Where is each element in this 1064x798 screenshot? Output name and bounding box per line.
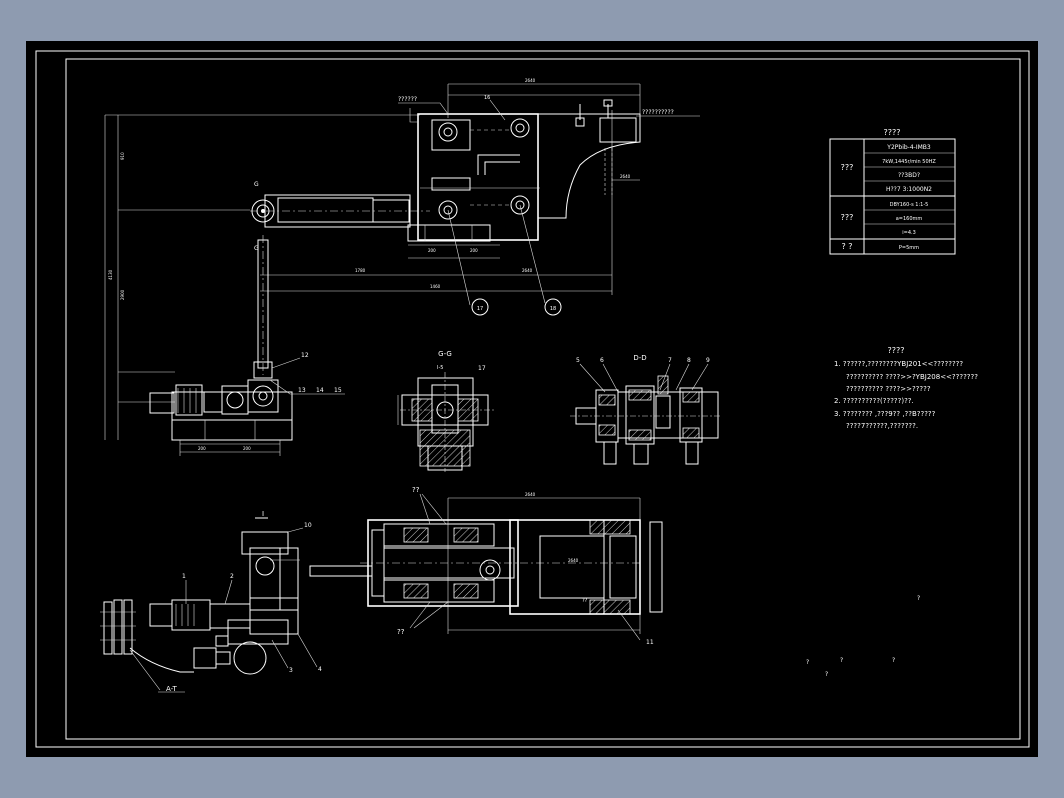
dim-label: 200 [428, 248, 436, 253]
view-label: G-G [438, 350, 452, 358]
dim-label: 1780 [355, 268, 366, 273]
dim-label: 200 [243, 446, 251, 451]
dim-label: 2640 [522, 268, 533, 273]
callout-number: 13 [298, 387, 306, 394]
dim-label: 1460 [430, 284, 441, 289]
note-line: ?????????? ????>>????? [846, 385, 931, 393]
drawing-viewport[interactable]: ???? ??? ??? ? ? Y2Pbib-4-IMB3 7kW,1445r… [26, 41, 1038, 757]
stray-mark: ? [825, 671, 828, 678]
spec-group-label: ??? [841, 213, 854, 222]
spec-row: 7kW,1445r/min 50HZ [882, 159, 936, 165]
callout-number: 11 [646, 639, 654, 646]
note-line: 2. ??????????(?????)??. [834, 397, 914, 405]
view-label: A-T [166, 685, 178, 693]
dim-label: 2640 [525, 492, 536, 497]
callout-label: ?? [412, 486, 420, 494]
dim-label: 4130 [108, 269, 113, 280]
callout-label: ?? [582, 598, 588, 604]
callout-number: 6 [600, 357, 604, 364]
dim-label: 200 [198, 446, 206, 451]
dim-label: 2640 [620, 174, 631, 179]
note-line: 1. ??????,????????YBJ201<<???????? [834, 360, 963, 368]
callout-number: 16 [484, 95, 490, 101]
spec-row: a=160mm [896, 216, 923, 222]
callout-number: 8 [687, 357, 691, 364]
view-sublabel: I-5 [437, 365, 443, 371]
callout-number: 7 [668, 357, 672, 364]
drive-view-a-t: I A-T 1 2 10 3 [100, 510, 322, 693]
callout-number: 4 [318, 666, 322, 673]
section-g-g: G-G I-5 17 [397, 350, 495, 472]
spec-row: P=5mm [899, 245, 919, 251]
section-mark: G [254, 245, 259, 252]
gripper-plan-view: 2640 2640 ?? ?? ?? 11 [309, 486, 663, 646]
callout-number: 17 [477, 306, 483, 312]
note-line: ????7??????,???????. [846, 422, 918, 430]
note-line: 3. ???????? ,???9?? ,??B????? [834, 410, 936, 418]
callout-label: ?????? [398, 96, 417, 103]
dim-label: 2900 [120, 289, 125, 300]
inner-border [65, 58, 1021, 740]
callout-number: 2 [230, 573, 234, 580]
spec-row: i=4.3 [902, 230, 916, 236]
callout-number: 3 [289, 667, 293, 674]
stray-mark: ? [892, 657, 895, 664]
outer-border [35, 50, 1030, 748]
callout-number: 10 [304, 522, 312, 529]
view-sublabel: I [262, 510, 264, 518]
callout-number: 17 [478, 365, 486, 372]
stray-mark: ? [806, 659, 809, 666]
main-elevation-view: 4130 910 2900 1780 2640 1460 2640 G G [104, 78, 700, 456]
callout-number: 1 [182, 573, 186, 580]
notes-title: ???? [888, 346, 905, 355]
callout-number: 9 [706, 357, 710, 364]
callout-number: 15 [334, 387, 342, 394]
dim-label: 2640 [525, 78, 536, 83]
technical-notes: ???? 1. ??????,????????YBJ201<<???????? … [834, 346, 978, 430]
section-d-d: D-D 5 6 7 8 9 [570, 354, 720, 465]
stray-mark: ? [917, 595, 920, 602]
spec-group-label: ? ? [841, 242, 852, 251]
callout-number: 14 [316, 387, 324, 394]
stray-mark: ? [840, 657, 843, 664]
dim-label: 200 [470, 248, 478, 253]
spec-table-title: ???? [884, 128, 901, 137]
spec-row: Y2Pbib-4-IMB3 [886, 144, 931, 151]
spec-row: H??7 3:1000N2 [886, 186, 932, 193]
callout-label: ?????????? [642, 109, 674, 116]
cad-drawing: ???? ??? ??? ? ? Y2Pbib-4-IMB3 7kW,1445r… [35, 50, 1030, 748]
spec-row: ??3BD? [898, 172, 920, 179]
view-label: D-D [633, 354, 646, 362]
spec-group-label: ??? [841, 163, 854, 172]
dim-label: 2640 [568, 558, 579, 563]
note-line: ?????????? ????>>?YBJ208<<??????? [846, 373, 978, 381]
dim-label: 910 [120, 152, 125, 160]
callout-number: 18 [550, 306, 556, 312]
callout-number: 12 [301, 352, 309, 359]
spec-row: DBY160-s 1:1-5 [890, 202, 929, 208]
spec-table: ???? ??? ??? ? ? Y2Pbib-4-IMB3 7kW,1445r… [829, 128, 956, 255]
callout-label: ?? [397, 628, 405, 636]
callout-number: 5 [576, 357, 580, 364]
section-mark: G [254, 181, 259, 188]
